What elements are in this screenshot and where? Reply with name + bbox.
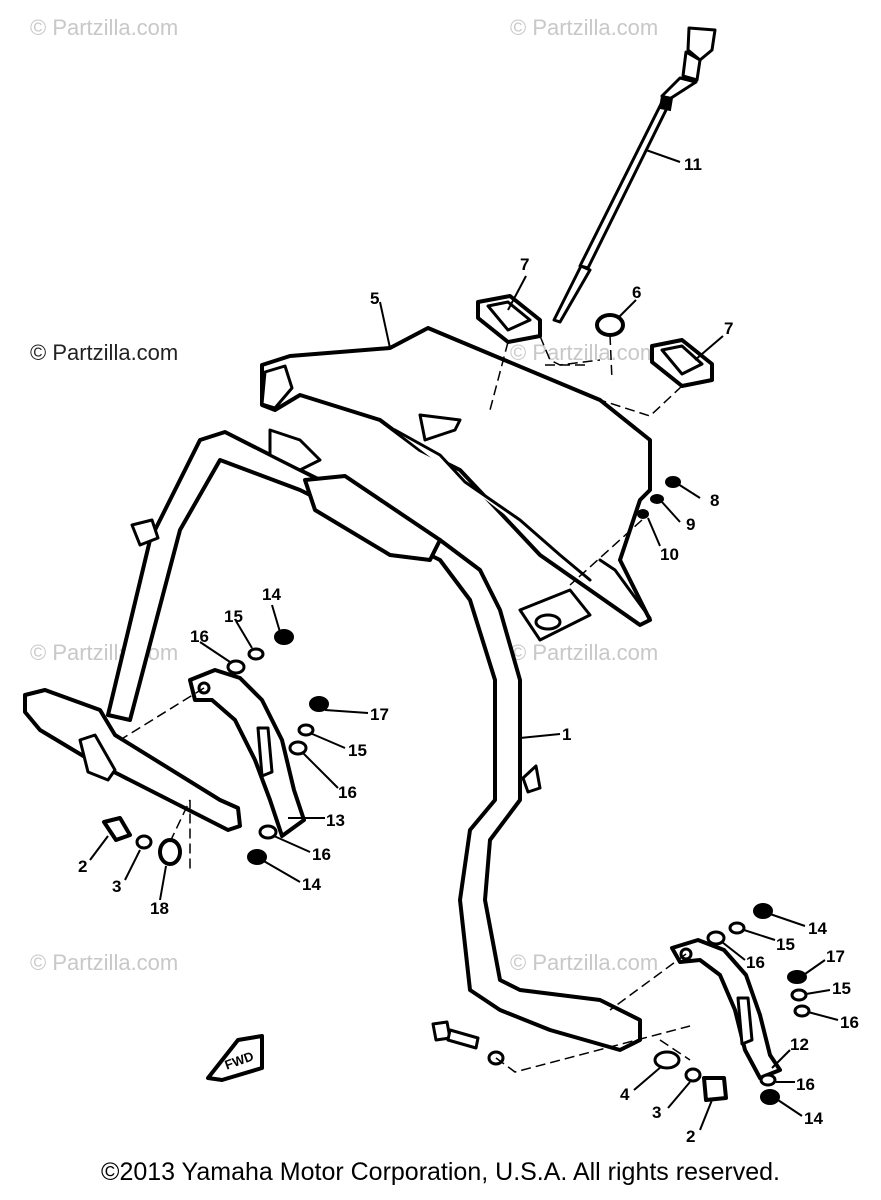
- rod-assembly: [552, 26, 717, 324]
- callout-label: 3: [652, 1103, 661, 1122]
- callout-label: 12: [790, 1035, 809, 1054]
- grip-pad-right: [650, 338, 714, 388]
- callout-label: 7: [724, 319, 733, 338]
- watermark: © Partzilla.com: [30, 15, 178, 40]
- callout-label: 6: [632, 283, 641, 302]
- callout-label: 16: [312, 845, 331, 864]
- callout-label: 1: [562, 725, 571, 744]
- right-fasteners: [431, 903, 811, 1105]
- callout-label: 15: [348, 741, 367, 760]
- callout-label: 2: [78, 857, 87, 876]
- watermark: © Partzilla.com: [30, 340, 178, 365]
- handlebar-frame: [106, 428, 642, 1052]
- callout-label: 16: [840, 1013, 859, 1032]
- callout-label: 3: [112, 877, 121, 896]
- copyright-notice: ©2013 Yamaha Motor Corporation, U.S.A. A…: [101, 1158, 780, 1186]
- callout-label: 13: [326, 811, 345, 830]
- bolt-stack: [637, 476, 681, 519]
- callout-label: 9: [686, 515, 695, 534]
- callout-label: 15: [776, 935, 795, 954]
- watermark: © Partzilla.com: [510, 640, 658, 665]
- handlebar-cover: [260, 326, 652, 627]
- leader-lines: [89, 149, 839, 1131]
- callout-label: 15: [832, 979, 851, 998]
- callout-label: 18: [150, 899, 169, 918]
- callout-label: 17: [370, 705, 389, 724]
- callout-label: 16: [796, 1075, 815, 1094]
- watermark: © Partzilla.com: [30, 950, 178, 975]
- watermark: © Partzilla.com: [510, 950, 658, 975]
- callout-label: 14: [302, 875, 321, 894]
- left-fasteners: [102, 629, 329, 866]
- callout-label: 16: [338, 783, 357, 802]
- left-lever: [23, 688, 242, 832]
- watermark: © Partzilla.com: [30, 640, 178, 665]
- callout-label: 10: [660, 545, 679, 564]
- callout-label: 14: [804, 1109, 823, 1128]
- callout-label: 16: [190, 627, 209, 646]
- callout-label: 7: [520, 255, 529, 274]
- callout-label: 5: [370, 289, 379, 308]
- callout-label: 2: [686, 1127, 695, 1146]
- watermark: © Partzilla.com: [510, 15, 658, 40]
- fwd-arrow-icon: FWD: [206, 1034, 264, 1082]
- callout-label: 8: [710, 491, 719, 510]
- callout-label: 14: [262, 585, 281, 604]
- grip-pad-left: [476, 294, 542, 344]
- callout-label: 17: [826, 947, 845, 966]
- callout-labels: 11 7 6 7 5 8 9 10 1 14 15 16 17 15 16 13…: [78, 155, 859, 1146]
- callout-label: 11: [684, 155, 702, 174]
- callout-label: 15: [224, 607, 243, 626]
- assembly-lines: [119, 334, 691, 1073]
- watermark: © Partzilla.com: [510, 340, 658, 365]
- callout-label: 14: [808, 919, 827, 938]
- callout-label: 16: [746, 953, 765, 972]
- callout-label: 4: [620, 1085, 630, 1104]
